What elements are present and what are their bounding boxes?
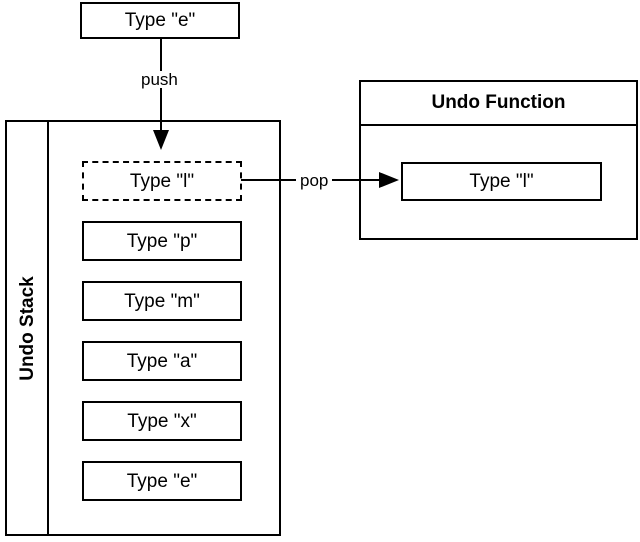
stack-item[interactable]: Type "e" bbox=[82, 461, 242, 501]
undo-stack-items: Type "l" Type "p" Type "m" Type "a" Type… bbox=[49, 122, 279, 534]
undo-stack-container: Undo Stack Type "l" Type "p" Type "m" Ty… bbox=[5, 120, 281, 536]
stack-item[interactable]: Type "x" bbox=[82, 401, 242, 441]
undo-function-action-node[interactable]: Type "l" bbox=[401, 162, 602, 201]
input-action-node[interactable]: Type "e" bbox=[80, 2, 240, 39]
stack-item[interactable]: Type "a" bbox=[82, 341, 242, 381]
push-edge-label: push bbox=[137, 71, 182, 88]
undo-stack-label-column: Undo Stack bbox=[7, 122, 49, 534]
stack-item-top[interactable]: Type "l" bbox=[82, 161, 242, 201]
undo-function-title: Undo Function bbox=[361, 82, 636, 126]
undo-function-panel: Undo Function Type "l" bbox=[359, 80, 638, 240]
undo-stack-label: Undo Stack bbox=[16, 275, 38, 381]
pop-edge-label: pop bbox=[296, 172, 333, 189]
stack-item[interactable]: Type "m" bbox=[82, 281, 242, 321]
stack-item[interactable]: Type "p" bbox=[82, 221, 242, 261]
